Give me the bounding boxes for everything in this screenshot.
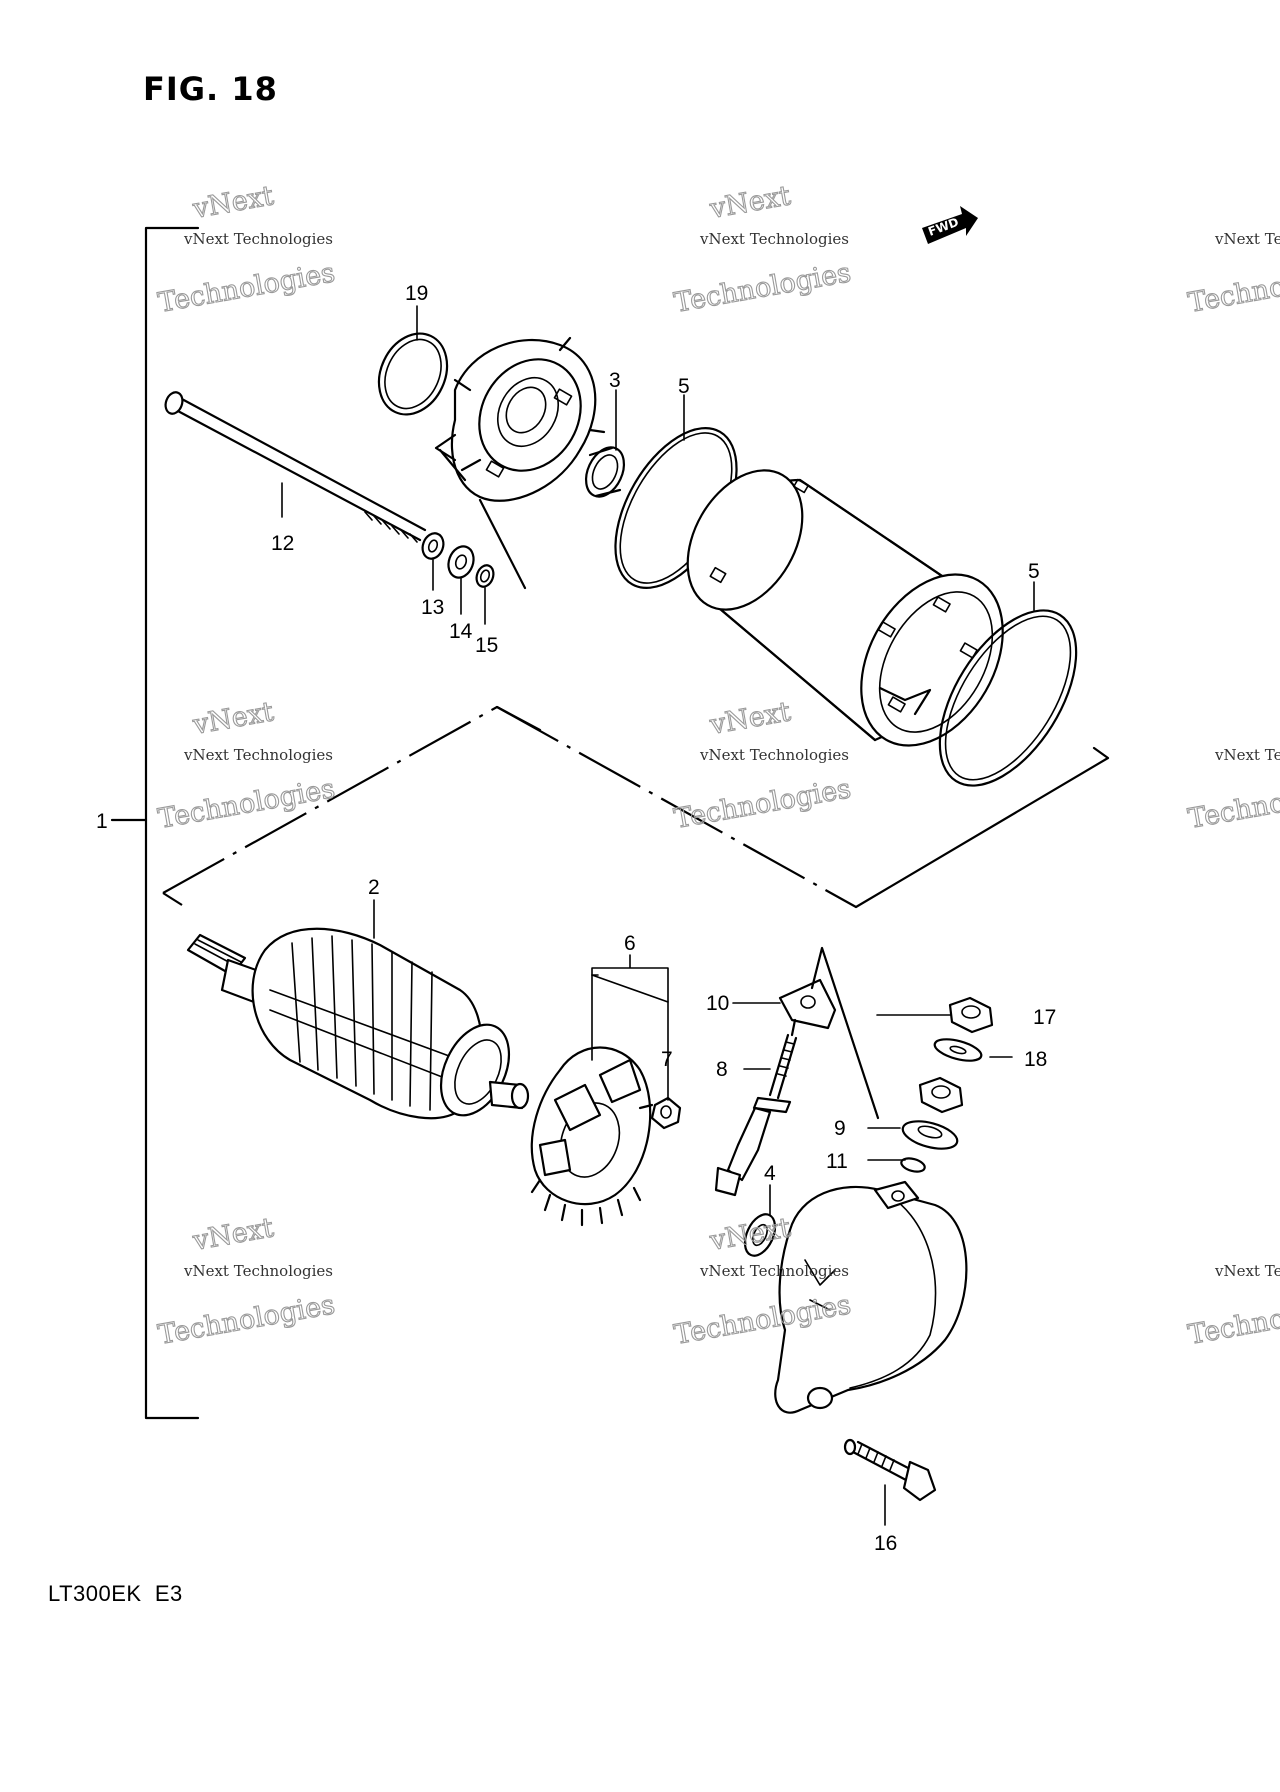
callout-7: 7	[661, 1048, 673, 1071]
assembly-bracket	[110, 226, 200, 1420]
svg-text:vNext: vNext	[190, 1212, 276, 1257]
figure-title: FIG. 18	[143, 70, 278, 108]
svg-text:vNext Technologies: vNext Technologies	[1214, 746, 1280, 764]
watermark-tile: vNext vNext Technologies Technologies	[155, 180, 337, 320]
bracket-part-10	[778, 978, 837, 1037]
callout-10: 10	[706, 992, 729, 1015]
svg-text:vNext Technologies: vNext Technologies	[1214, 230, 1280, 248]
svg-text:Technologies: Technologies	[1186, 1289, 1280, 1351]
bearing-part-3	[584, 446, 626, 498]
washer-part-15	[475, 564, 495, 588]
watermark-tile: vNext vNext Technologies Technologies	[155, 1212, 337, 1352]
watermark-tile: vNext Technologies Technologies	[1185, 746, 1280, 835]
watermark-tile: vNext vNext Technologies Technologies	[671, 180, 853, 320]
callout-13: 13	[421, 596, 444, 619]
leader-lines	[281, 305, 1035, 1526]
svg-text:Technologies: Technologies	[1186, 773, 1280, 835]
svg-text:vNext: vNext	[707, 696, 793, 741]
callout-17: 17	[1033, 1006, 1056, 1029]
callout-11: 11	[826, 1150, 848, 1173]
callout-14: 14	[449, 620, 473, 643]
watermark-tile: vNext Technologies Technologies	[1185, 1262, 1280, 1351]
o-ring-part-19	[377, 332, 449, 416]
rear-end-cover	[434, 336, 606, 590]
svg-text:vNext: vNext	[190, 696, 276, 741]
watermark-tile: vNext Technologies Technologies	[1185, 230, 1280, 319]
o-ring-part-11	[900, 1157, 926, 1173]
callout-4: 4	[764, 1162, 776, 1185]
motor-yoke-housing	[686, 469, 1004, 747]
forward-arrow-icon: FWD	[922, 206, 978, 244]
washer-part-14	[447, 545, 475, 579]
model-code: LT300EK E3	[48, 1581, 183, 1606]
nut-part-17	[948, 996, 994, 1034]
callout-18: 18	[1024, 1048, 1047, 1071]
svg-text:Technologies: Technologies	[156, 773, 337, 835]
svg-text:Technologies: Technologies	[156, 1289, 337, 1351]
svg-text:vNext: vNext	[707, 1212, 793, 1257]
svg-text:vNext Technologies: vNext Technologies	[699, 746, 849, 764]
callout-labels: 1 2 3 4 5 5 6 7 8 9 10 11 12 13 14 15 16…	[96, 282, 1056, 1555]
front-end-cover	[774, 1180, 968, 1414]
callout-9: 9	[834, 1117, 846, 1140]
callout-3: 3	[609, 369, 621, 392]
svg-text:Technologies: Technologies	[156, 257, 337, 319]
svg-text:vNext Technologies: vNext Technologies	[183, 1262, 333, 1280]
armature-part-2	[186, 927, 530, 1120]
brush-holder-part-6	[530, 1046, 652, 1227]
svg-text:vNext Technologies: vNext Technologies	[699, 230, 849, 248]
dashed-assembly-outline	[162, 705, 1110, 909]
o-ring-part-5-lower	[938, 609, 1078, 787]
callout-16: 16	[874, 1532, 897, 1555]
nut	[918, 1076, 964, 1114]
assembly-pointer-line	[810, 946, 880, 1120]
callout-2: 2	[368, 876, 380, 899]
callout-5-lower: 5	[1028, 560, 1040, 583]
callout-8: 8	[716, 1058, 728, 1081]
washer-part-18	[933, 1038, 983, 1062]
callout-15: 15	[475, 634, 498, 657]
through-bolt-part-12	[164, 391, 427, 543]
callout-5-upper: 5	[678, 375, 690, 398]
bolt-part-16	[843, 1438, 937, 1502]
callout-12: 12	[271, 532, 294, 555]
svg-text:vNext: vNext	[190, 180, 276, 225]
svg-text:vNext Technologies: vNext Technologies	[183, 746, 333, 764]
svg-text:vNext Technologies: vNext Technologies	[183, 230, 333, 248]
callout-19: 19	[405, 282, 428, 305]
terminal-bolt-part-8	[714, 1033, 798, 1197]
callout-1: 1	[96, 810, 108, 833]
svg-text:vNext Technologies: vNext Technologies	[1214, 1262, 1280, 1280]
washer-part-13	[421, 532, 445, 560]
callout-6: 6	[624, 932, 636, 955]
watermark-tile: vNext vNext Technologies Technologies	[155, 696, 337, 836]
svg-text:vNext Technologies: vNext Technologies	[699, 1262, 849, 1280]
svg-text:Technologies: Technologies	[672, 773, 853, 835]
svg-text:Technologies: Technologies	[1186, 257, 1280, 319]
insulator-part-9	[901, 1120, 959, 1150]
svg-text:Technologies: Technologies	[672, 257, 853, 319]
watermark-tile: vNext vNext Technologies Technologies	[671, 696, 853, 836]
svg-text:vNext: vNext	[707, 180, 793, 225]
